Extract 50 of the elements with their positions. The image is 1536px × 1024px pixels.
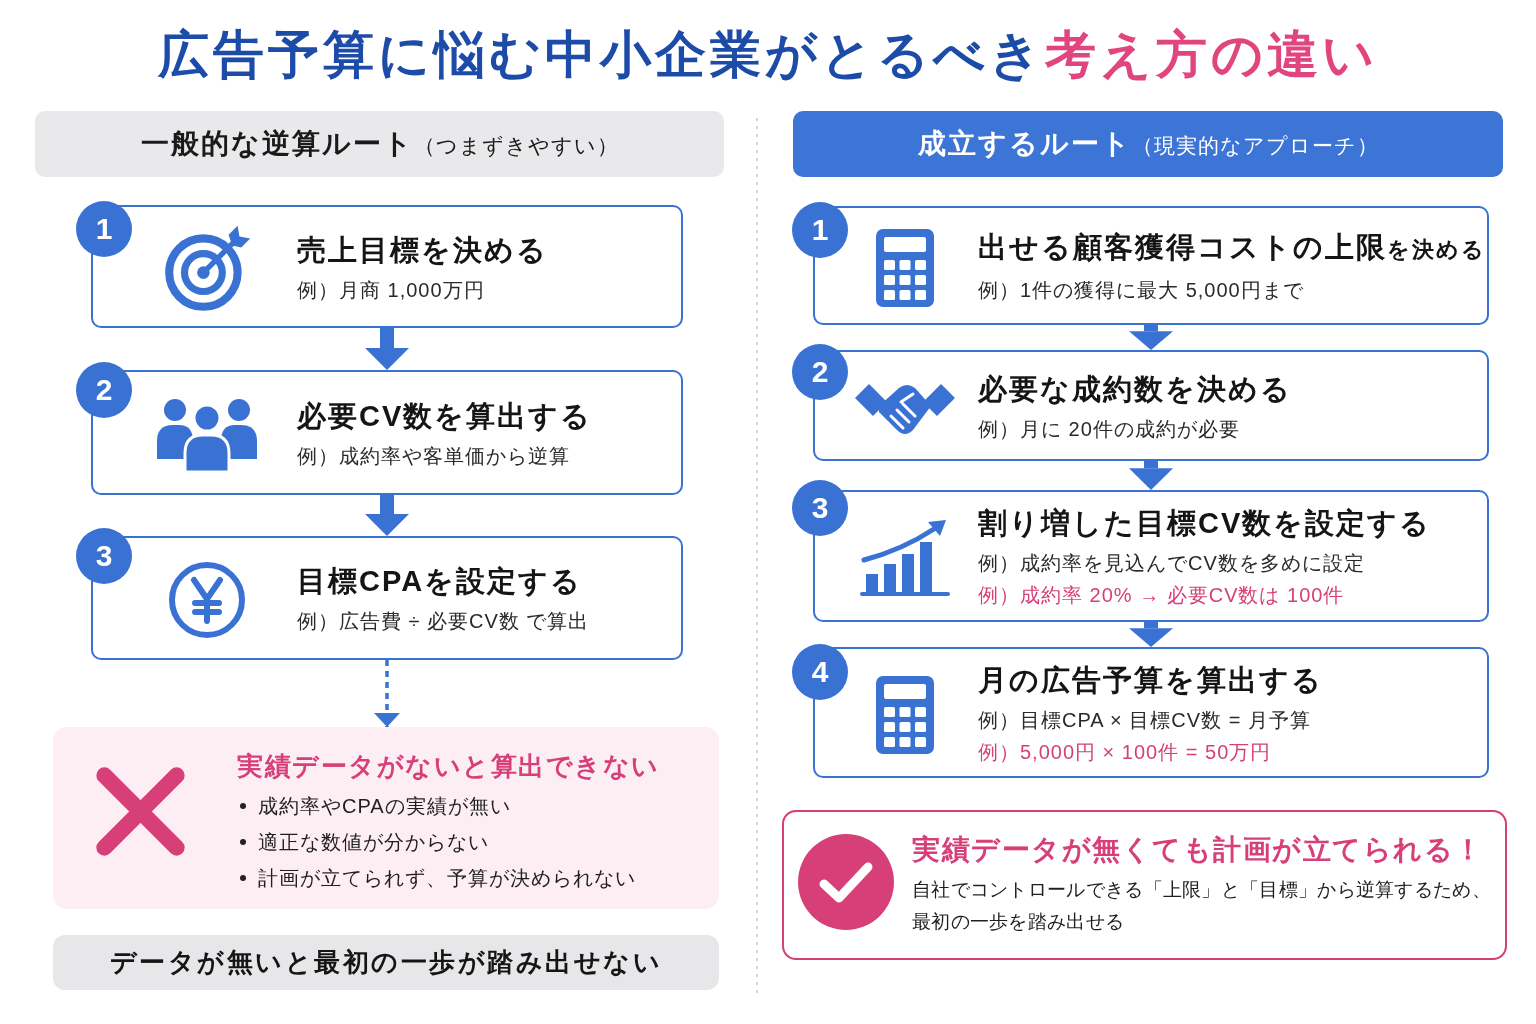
header-text: 成立するルート（現実的なアプローチ） — [917, 127, 1379, 161]
arrow — [365, 495, 409, 536]
conclusion-text: データが無いと最初の一歩が踏み出せない — [109, 946, 663, 979]
bullet-text: 計画が立てられず、予算が決められない — [258, 866, 636, 891]
number-badge: 2 — [792, 344, 848, 400]
number-badge: 1 — [76, 201, 132, 257]
panel-heading: 実績データがないと算出できない — [237, 750, 660, 783]
step-heading: 売上目標を決める — [297, 232, 548, 268]
arrow — [1129, 622, 1173, 647]
step-heading: 必要な成約数を決める — [978, 371, 1292, 407]
step-box — [813, 490, 1489, 622]
example-text: 例）1件の獲得に最大 5,000円まで — [978, 278, 1304, 303]
example-text: 例）成約率を見込んでCV数を多めに設定 — [978, 551, 1365, 576]
number-badge: 4 — [792, 644, 848, 700]
step-box — [813, 350, 1489, 461]
step-heading: 割り増した目標CV数を設定する — [978, 506, 1432, 541]
warning-panel — [53, 727, 719, 909]
step-heading: 月の広告予算を算出する — [978, 662, 1323, 698]
number-badge: 3 — [76, 528, 132, 584]
example-text: 例）広告費 ÷ 必要CV数 で算出 — [297, 609, 590, 634]
bullet-text: 適正な数値が分からない — [258, 830, 489, 855]
step-heading: 必要CV数を算出する — [297, 398, 593, 434]
header-bar — [793, 111, 1503, 177]
number-badge: 3 — [792, 480, 848, 536]
page-title: 広告予算に悩む中小企業がとるべき考え方の違い — [158, 25, 1378, 85]
number-badge: 1 — [792, 202, 848, 258]
header-text: 一般的な逆算ルート（つまずきやすい） — [140, 127, 619, 161]
step-box — [91, 536, 683, 660]
example-text: 例）月に 20件の成約が必要 — [978, 416, 1240, 442]
panel-text: 自社でコントロールできる「上限」と「目標」から逆算するため、最初の一歩を踏み出せる — [912, 878, 1492, 934]
step-heading: 出せる顧客獲得コストの上限を決める — [978, 230, 1486, 265]
example-text: 例）月商 1,000万円 — [297, 277, 485, 303]
bullet-text: 成約率やCPAの実績が無い — [258, 794, 511, 819]
conclusion-bar — [53, 935, 719, 990]
result-panel — [782, 810, 1507, 960]
example-text: 例）5,000円 × 100件 = 50万円 — [978, 739, 1272, 765]
number-badge: 2 — [76, 362, 132, 418]
arrow — [365, 328, 409, 370]
arrow — [1129, 461, 1173, 490]
example-text: 例）目標CPA × 目標CV数 = 月予算 — [978, 707, 1311, 733]
step-box — [813, 647, 1489, 778]
step-heading: 目標CPAを設定する — [297, 564, 583, 599]
step-box — [91, 370, 683, 495]
panel-heading: 実績データが無くても計画が立てられる！ — [912, 833, 1484, 867]
arrow — [1129, 325, 1173, 350]
step-box — [813, 206, 1489, 325]
example-text: 例）成約率 20% → 必要CV数は 100件 — [978, 583, 1345, 608]
step-box — [91, 205, 683, 328]
dashed-arrow — [374, 660, 400, 727]
example-text: 例）成約率や客単価から逆算 — [297, 443, 570, 469]
